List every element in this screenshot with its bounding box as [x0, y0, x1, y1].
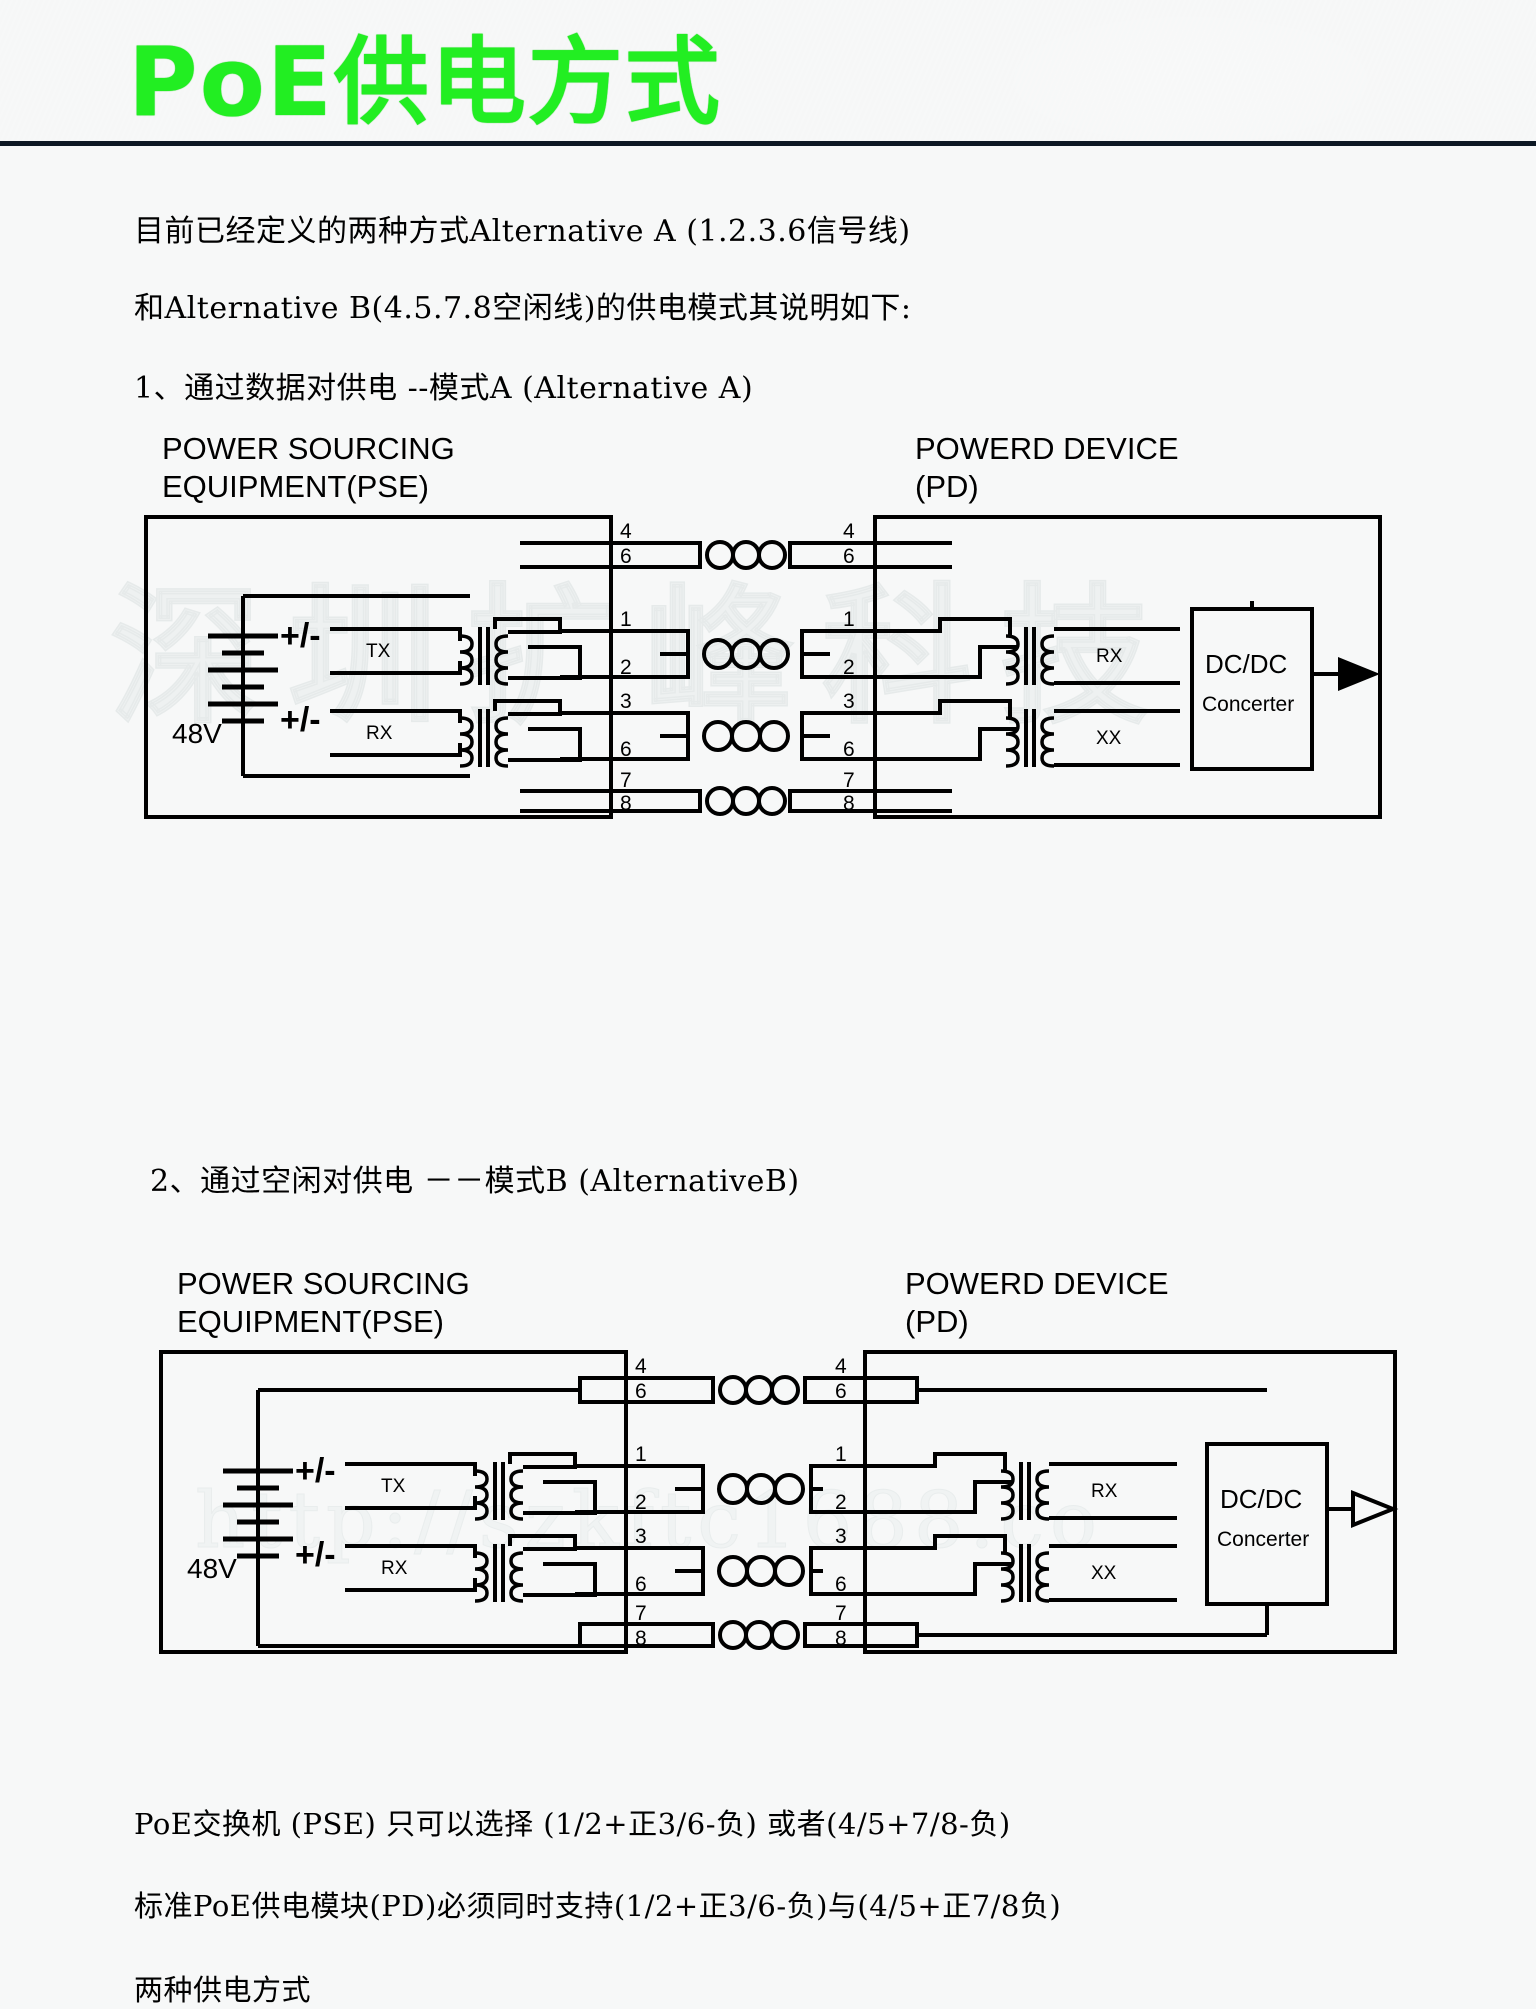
- coil-label-pse-top-b: TX: [381, 1476, 406, 1497]
- converter-label-line-1-b: DC/DC: [1220, 1484, 1302, 1514]
- converter-label-line-2-b: Concerter: [1217, 1528, 1309, 1551]
- converter-label-line-1-a: DC/DC: [1205, 649, 1287, 679]
- intro-line-1: 目前已经定义的两种方式Alternative A (1.2.3.6信号线): [134, 214, 911, 249]
- pin-pse-2-a: 2: [620, 656, 632, 679]
- power-output-arrow-b: [1351, 1490, 1399, 1528]
- pin-pse-6b-b: 6: [635, 1573, 647, 1596]
- pse-title-line-2-a: EQUIPMENT(PSE): [162, 469, 429, 504]
- pin-pd-1-b: 1: [835, 1443, 847, 1466]
- pin-pd-7-b: 7: [835, 1602, 847, 1625]
- pin-pse-6-a: 6: [620, 545, 632, 568]
- pin-pd-1-a: 1: [843, 608, 855, 631]
- pin-pse-4-a: 4: [620, 520, 632, 543]
- coil-label-pse-bottom-a: RX: [366, 723, 393, 744]
- pin-pse-4-b: 4: [635, 1355, 647, 1378]
- pin-pd-4-a: 4: [843, 520, 855, 543]
- pd-title-line-1-a: POWERD DEVICE: [915, 431, 1179, 466]
- coil-label-pse-bottom-b: RX: [381, 1558, 408, 1579]
- pd-title-line-2-b: (PD): [905, 1304, 969, 1339]
- pin-pse-1-b: 1: [635, 1443, 647, 1466]
- coil-label-pd-top-b: RX: [1091, 1481, 1118, 1502]
- polarity-top-a: +/-: [280, 617, 321, 655]
- pin-pse-7-a: 7: [620, 769, 632, 792]
- coil-label-pd-bottom-a: XX: [1096, 728, 1122, 749]
- pin-pse-3-b: 3: [635, 1525, 647, 1548]
- footer-line-3: 两种供电方式: [134, 1973, 312, 2007]
- pse-title-line-1-b: POWER SOURCING: [177, 1266, 470, 1301]
- pin-pse-6b-a: 6: [620, 738, 632, 761]
- pin-pse-6-b: 6: [635, 1380, 647, 1403]
- footer-line-2: 标准PoE供电模块(PD)必须同时支持(1/2+正3/6-负)与(4/5+正7/…: [134, 1889, 1062, 1923]
- pin-pd-2-b: 2: [835, 1491, 847, 1514]
- pin-pd-7-a: 7: [843, 769, 855, 792]
- pin-pd-2-a: 2: [843, 656, 855, 679]
- pin-pd-8-a: 8: [843, 792, 855, 815]
- pse-title-line-1-a: POWER SOURCING: [162, 431, 455, 466]
- pin-pd-6-a: 6: [843, 545, 855, 568]
- power-output-arrow-a: [1338, 657, 1380, 691]
- pin-pd-4-b: 4: [835, 1355, 847, 1378]
- pin-pd-3-b: 3: [835, 1525, 847, 1548]
- polarity-bottom-a: +/-: [280, 701, 321, 739]
- coil-label-pd-top-a: RX: [1096, 646, 1123, 667]
- polarity-bottom-b: +/-: [295, 1536, 336, 1574]
- diagram-mode-a: POWER SOURCING EQUIPMENT(PSE) POWERD DEV…: [144, 431, 1382, 819]
- pin-pd-3-a: 3: [843, 690, 855, 713]
- pd-title-line-1-b: POWERD DEVICE: [905, 1266, 1169, 1301]
- page-title: PoE供电方式: [128, 28, 722, 138]
- intro-line-2: 和Alternative B(4.5.7.8空闲线)的供电模式其说明如下:: [134, 291, 912, 326]
- pin-pse-3-a: 3: [620, 690, 632, 713]
- banner-sheen: [844, 0, 1536, 146]
- coil-label-pse-top-a: TX: [366, 641, 391, 662]
- page-header-banner: PoE供电方式: [0, 0, 1536, 146]
- pin-pd-8-b: 8: [835, 1627, 847, 1650]
- polarity-top-b: +/-: [295, 1452, 336, 1490]
- pin-pse-1-a: 1: [620, 608, 632, 631]
- pin-pse-8-b: 8: [635, 1627, 647, 1650]
- footer-line-1: PoE交换机 (PSE) 只可以选择 (1/2+正3/6-负) 或者(4/5+7…: [134, 1807, 1011, 1841]
- battery-voltage-b: 48V: [187, 1553, 237, 1584]
- section-b-heading: 2、通过空闲对供电 －－模式B (AlternativeB): [150, 1164, 800, 1199]
- pin-pse-8-a: 8: [620, 792, 632, 815]
- pin-pd-6-b: 6: [835, 1380, 847, 1403]
- battery-voltage-a: 48V: [172, 718, 222, 749]
- section-a-heading: 1、通过数据对供电 --模式A (Alternative A): [134, 371, 754, 406]
- banner-bottom-rule: [0, 141, 1536, 146]
- pin-pd-6b-a: 6: [843, 738, 855, 761]
- converter-label-line-2-a: Concerter: [1202, 693, 1294, 716]
- banner-texture: [0, 0, 1536, 146]
- pin-pd-6b-b: 6: [835, 1573, 847, 1596]
- pd-title-line-2-a: (PD): [915, 469, 979, 504]
- pin-pse-7-b: 7: [635, 1602, 647, 1625]
- diagram-mode-b: POWER SOURCING EQUIPMENT(PSE) POWERD DEV…: [159, 1266, 1399, 1654]
- pin-pse-2-b: 2: [635, 1491, 647, 1514]
- coil-label-pd-bottom-b: XX: [1091, 1563, 1117, 1584]
- pse-title-line-2-b: EQUIPMENT(PSE): [177, 1304, 444, 1339]
